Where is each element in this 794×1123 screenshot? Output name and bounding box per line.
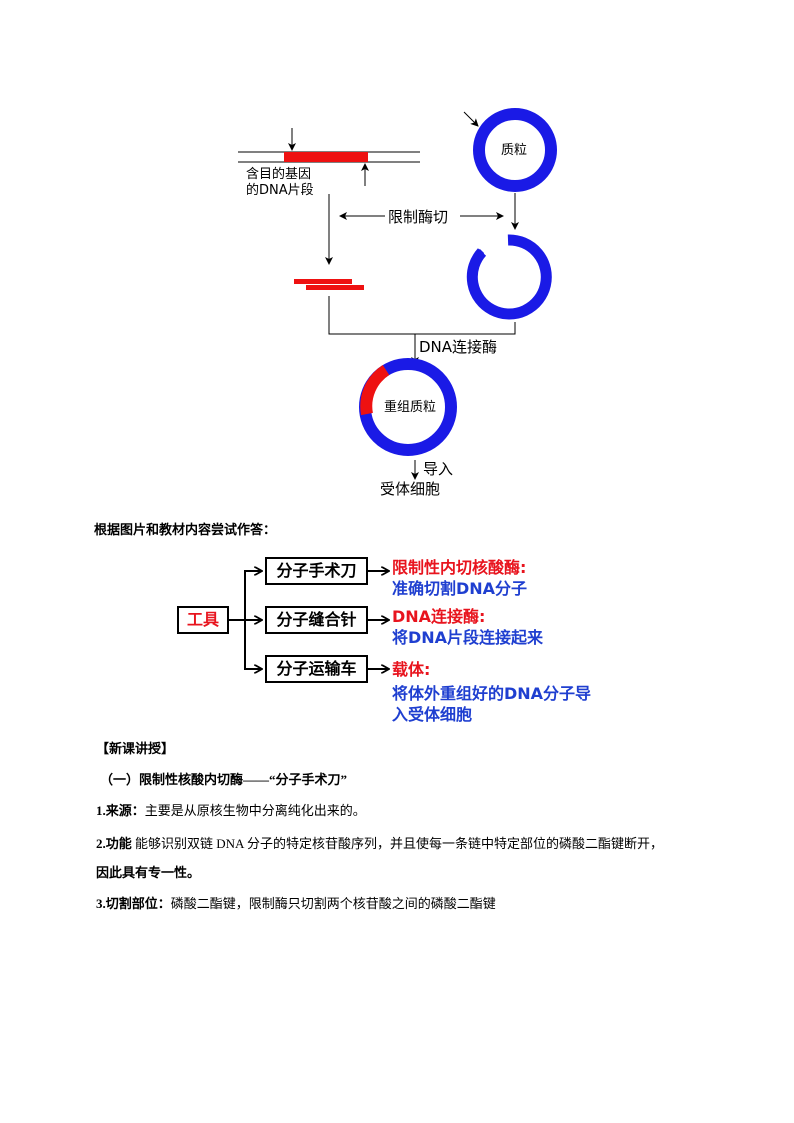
dna-fragment bbox=[238, 151, 420, 163]
recipient-cell-label: 受体细胞 bbox=[380, 480, 441, 498]
tools-connectors bbox=[229, 0, 794, 740]
prompt-text: 根据图片和教材内容尝试作答： bbox=[94, 522, 277, 537]
tool-box-scalpel: 分子手术刀 bbox=[265, 557, 368, 585]
tool-desc-ligase: 将DNA片段连接起来 bbox=[392, 628, 544, 647]
plasmid-ring bbox=[473, 108, 557, 192]
point-2-text: 能够识别双链 DNA 分子的特定核苷酸序列，并且使每一条链中特定部位的磷酸二酯键… bbox=[131, 836, 663, 851]
tools-root-box: 工具 bbox=[177, 606, 229, 634]
restriction-label: 限制酶切 bbox=[388, 208, 449, 226]
dna-fragment-label: 含目的基因 bbox=[246, 167, 312, 182]
recombination-figure bbox=[238, 108, 557, 480]
tool-name-vector: 载体: bbox=[392, 660, 431, 679]
ligase-label: DNA连接酶 bbox=[419, 338, 498, 356]
dna-fragment-label-2: 的DNA片段 bbox=[246, 183, 314, 198]
point-3-text: 磷酸二酯键，限制酶只切割两个核苷酸之间的磷酸二酯键 bbox=[170, 896, 496, 911]
plasmid-label: 质粒 bbox=[501, 143, 528, 158]
section-title: 【新课讲授】 bbox=[96, 741, 175, 756]
tool-name-ligase: DNA连接酶: bbox=[392, 607, 486, 626]
tool-desc-vector-2: 入受体细胞 bbox=[392, 705, 473, 724]
tool-name-restriction-enzyme: 限制性内切核酸酶: bbox=[392, 558, 527, 577]
recombinant-plasmid bbox=[359, 358, 457, 456]
point-1: 1.来源：主要是从原核生物中分离纯化出来的。 bbox=[96, 800, 366, 819]
point-2-continuation: 因此具有专一性。 bbox=[96, 865, 201, 880]
tool-desc-vector-1: 将体外重组好的DNA分子导 bbox=[392, 684, 592, 703]
point-2: 2.功能 能够识别双链 DNA 分子的特定核苷酸序列，并且使每一条链中特定部位的… bbox=[96, 833, 663, 852]
point-1-text: 主要是从原核生物中分离纯化出来的。 bbox=[144, 803, 366, 818]
tool-box-carrier: 分子运输车 bbox=[265, 655, 368, 683]
point-2-label: 2.功能 bbox=[96, 836, 132, 851]
point-3: 3.切割部位：磷酸二酯键，限制酶只切割两个核苷酸之间的磷酸二酯键 bbox=[96, 893, 496, 912]
cut-dna-fragment bbox=[294, 279, 364, 290]
point-1-label: 1.来源： bbox=[96, 803, 145, 818]
opened-plasmid bbox=[466, 234, 552, 320]
subsection-title: （一）限制性核酸内切酶——“分子手术刀” bbox=[100, 772, 348, 787]
tool-box-suture: 分子缝合针 bbox=[265, 606, 368, 634]
point-3-label: 3.切割部位： bbox=[96, 896, 171, 911]
recombinant-plasmid-label: 重组质粒 bbox=[384, 400, 437, 415]
tool-desc-restriction-enzyme: 准确切割DNA分子 bbox=[392, 579, 528, 598]
import-label: 导入 bbox=[423, 460, 454, 478]
plasmid-cut-arrow bbox=[463, 111, 479, 127]
